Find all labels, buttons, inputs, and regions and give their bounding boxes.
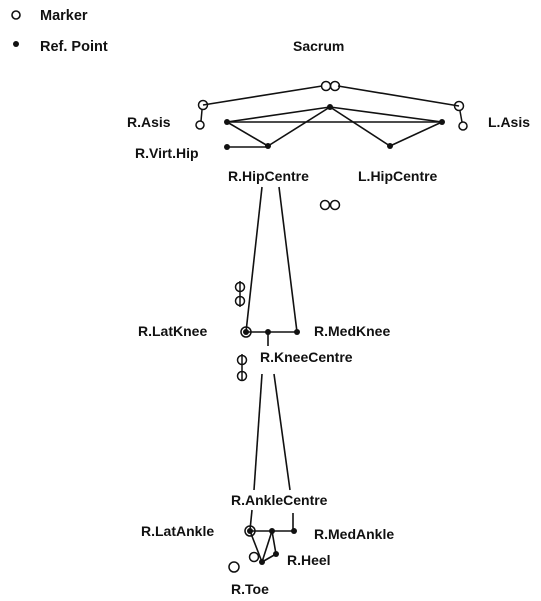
toe-marker <box>228 561 240 573</box>
ref-points <box>224 104 445 565</box>
label-r-ankle-centre: R.AnkleCentre <box>231 492 328 508</box>
label-r-med-ankle: R.MedAnkle <box>314 526 394 542</box>
labels: Sacrum R.Asis L.Asis R.Virt.Hip R.HipCen… <box>127 38 530 597</box>
heel-marker <box>248 551 260 563</box>
label-r-lat-knee: R.LatKnee <box>138 323 207 339</box>
label-l-hip-centre: L.HipCentre <box>358 168 438 184</box>
l-hip-centre-point <box>387 143 393 149</box>
label-sacrum: Sacrum <box>293 38 344 54</box>
legend-refpoint-label: Ref. Point <box>40 39 108 55</box>
l-asis-point <box>439 119 445 125</box>
label-r-heel: R.Heel <box>287 552 331 568</box>
label-r-asis: R.Asis <box>127 114 171 130</box>
r-heel-point <box>273 551 279 557</box>
label-r-toe: R.Toe <box>231 581 269 596</box>
legend-marker-icon <box>11 10 21 20</box>
r-toe-point <box>259 559 265 565</box>
r-med-knee-point <box>294 329 300 335</box>
r-lat-ankle-point <box>247 528 253 534</box>
legend: Marker Ref. Point <box>11 8 108 55</box>
r-asis-marker-upper <box>197 99 209 111</box>
foot-segments <box>249 530 277 563</box>
r-virt-hip-point <box>224 144 230 150</box>
r-ankle-centre-point <box>269 528 275 534</box>
markers <box>195 80 468 573</box>
sacrum-marker-right <box>329 80 341 92</box>
l-asis-marker-upper <box>453 100 465 112</box>
l-asis-marker-lower <box>458 121 468 131</box>
r-lat-knee-point <box>243 329 249 335</box>
lat-knee-marker <box>240 326 252 338</box>
legend-refpoint-icon <box>13 41 19 47</box>
label-r-med-knee: R.MedKnee <box>314 323 390 339</box>
r-knee-centre-point <box>265 329 271 335</box>
lat-ankle-marker <box>244 525 256 537</box>
r-med-ankle-point <box>291 528 297 534</box>
r-hip-centre-point <box>265 143 271 149</box>
label-r-virt-hip: R.Virt.Hip <box>135 145 199 161</box>
sacrum-marker-left <box>320 80 332 92</box>
pelvis-centre-point <box>327 104 333 110</box>
pelvis-segments <box>202 85 460 148</box>
thigh-segments <box>245 186 298 346</box>
r-asis-point <box>224 119 230 125</box>
floating-marker-left <box>319 199 331 211</box>
legend-marker-label: Marker <box>40 8 88 24</box>
floating-marker-right <box>329 199 341 211</box>
label-r-knee-centre: R.KneeCentre <box>260 349 353 365</box>
r-asis-marker-lower <box>195 120 205 130</box>
label-r-hip-centre: R.HipCentre <box>228 168 309 184</box>
label-r-lat-ankle: R.LatAnkle <box>141 523 214 539</box>
label-l-asis: L.Asis <box>488 114 530 130</box>
